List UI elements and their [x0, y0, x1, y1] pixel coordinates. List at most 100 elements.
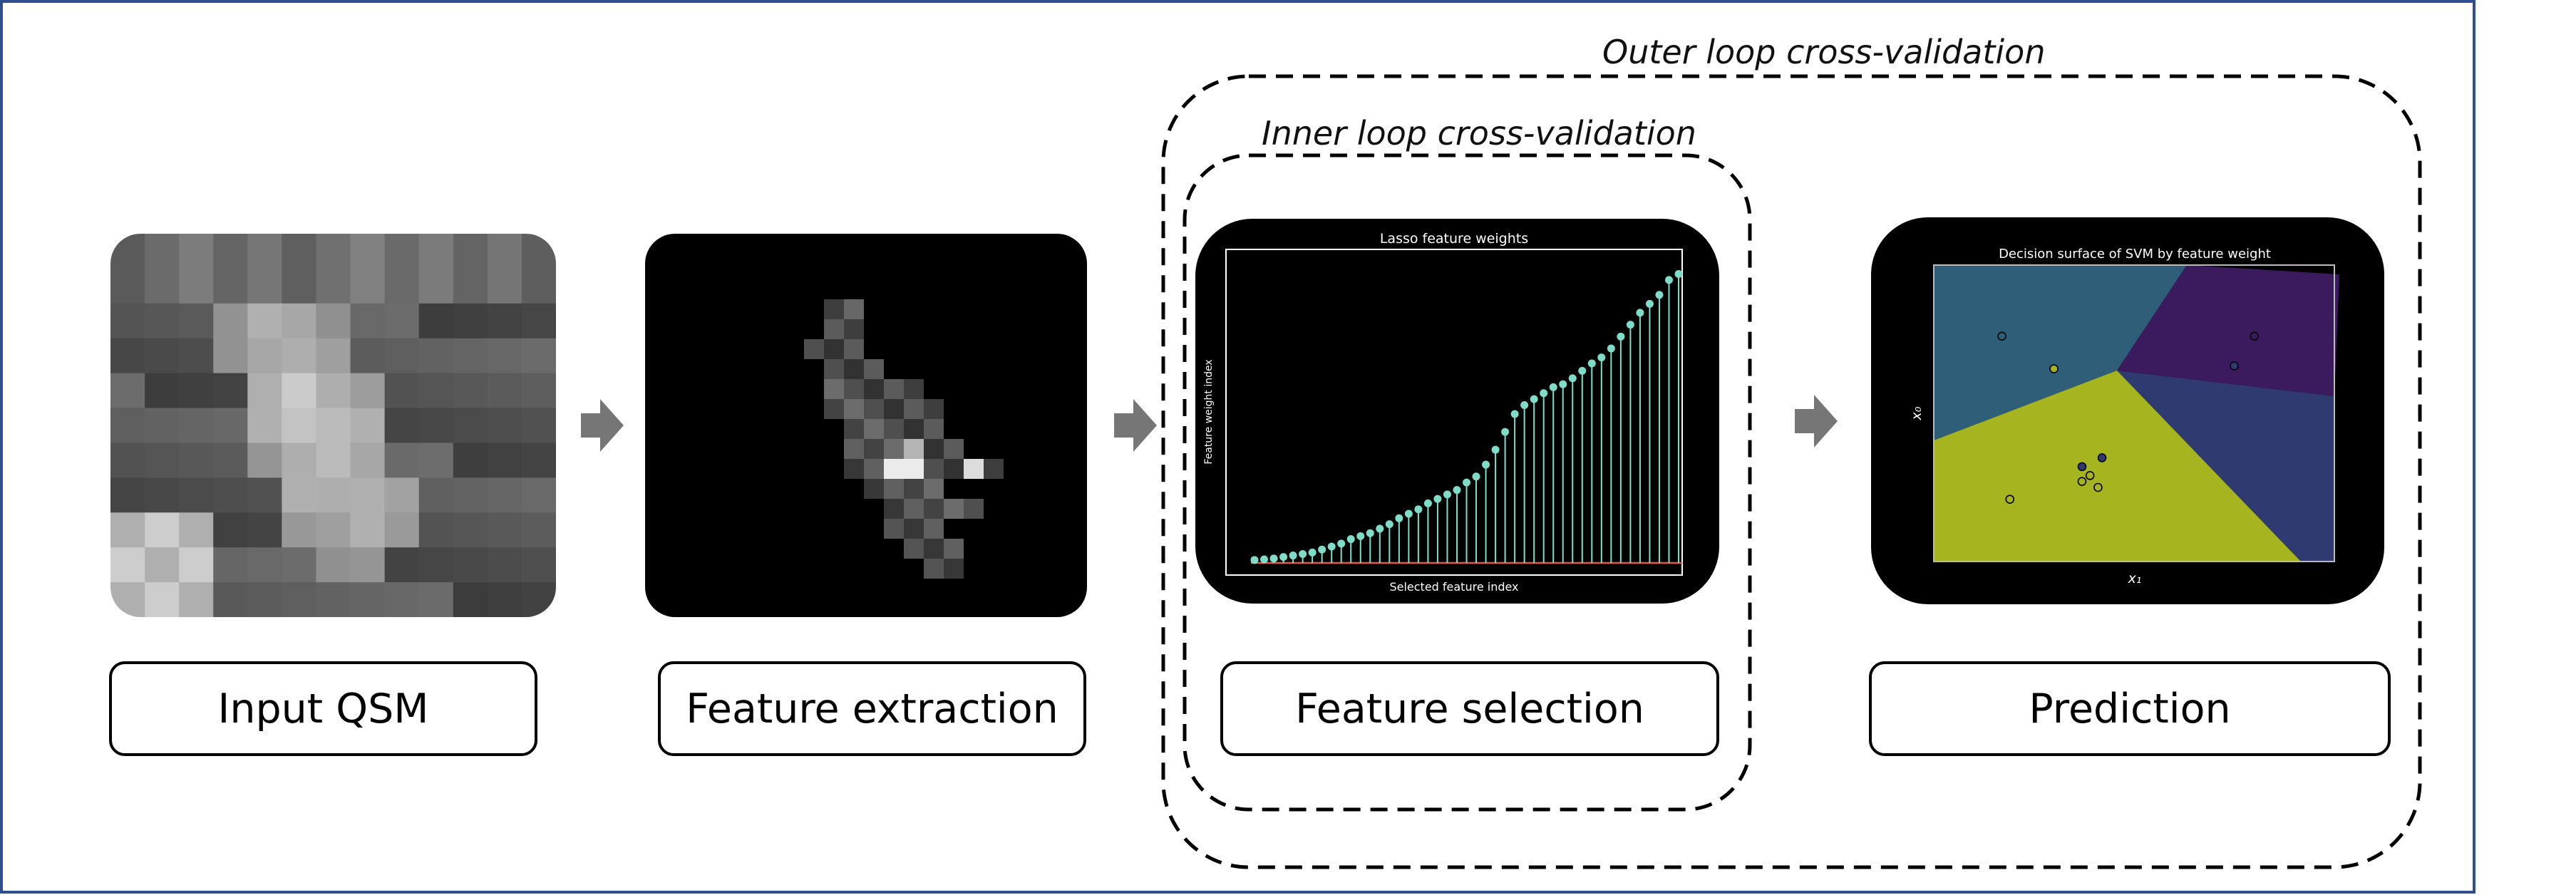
lasso-marker: [1636, 309, 1644, 317]
lasso-marker: [1337, 539, 1346, 548]
qsm-pixel: [110, 408, 145, 444]
qsm-pixel: [521, 443, 556, 478]
qsm-pixel: [384, 303, 420, 339]
svm-region-4: [1934, 371, 2301, 562]
roi-pixel: [824, 359, 844, 379]
qsm-pixel: [247, 408, 282, 444]
qsm-pixel: [418, 408, 454, 444]
svm-scatter-points: [1997, 331, 2259, 504]
qsm-pixel: [487, 443, 522, 478]
lasso-marker: [1260, 555, 1269, 564]
roi-pixel: [884, 499, 904, 519]
roi-pixel: [964, 499, 984, 519]
roi-pixel: [904, 459, 924, 479]
qsm-pixel: [282, 234, 317, 269]
svm-point: [2097, 453, 2107, 462]
lasso-marker: [1510, 410, 1519, 418]
qsm-pixel: [487, 303, 522, 339]
qsm-pixel: [453, 443, 488, 478]
qsm-pixel: [110, 338, 145, 374]
qsm-pixel: [521, 512, 556, 548]
lasso-marker: [1346, 535, 1355, 544]
qsm-pixel: [145, 477, 180, 513]
qsm-pixel: [384, 408, 420, 444]
roi-pixel: [864, 379, 884, 399]
outer-loop-boundary: [1161, 74, 2422, 869]
qsm-pixel: [179, 408, 214, 444]
roi-pixel: [924, 419, 944, 439]
qsm-pixel: [418, 547, 454, 583]
roi-pixel: [904, 519, 924, 539]
qsm-pixel: [247, 443, 282, 478]
roi-pixel: [944, 559, 964, 579]
qsm-pixel: [179, 303, 214, 339]
roi-pixel: [824, 299, 844, 319]
qsm-pixel: [384, 582, 420, 617]
lasso-panel: [1195, 219, 1719, 604]
qsm-pixel: [418, 512, 454, 548]
qsm-pixel: [316, 443, 351, 478]
svm-point: [2093, 482, 2103, 492]
lasso-marker: [1664, 276, 1673, 284]
roi-pixel: [904, 539, 924, 559]
qsm-pixel: [453, 582, 488, 617]
qsm-pixel: [487, 547, 522, 583]
qsm-pixel: [418, 373, 454, 409]
qsm-pixel: [179, 547, 214, 583]
svm-point: [1997, 331, 2006, 341]
qsm-pixel: [110, 234, 145, 269]
qsm-pixel: [247, 582, 282, 617]
qsm-pixel: [213, 547, 248, 583]
roi-pixel: [944, 539, 964, 559]
qsm-pixel: [350, 373, 386, 409]
qsm-pixel: [453, 477, 488, 513]
qsm-pixel: [487, 582, 522, 617]
qsm-pixel: [384, 234, 420, 269]
svm-region-3: [2117, 371, 2334, 562]
qsm-pixel: [282, 547, 317, 583]
lasso-marker: [1423, 499, 1432, 507]
qsm-pixel: [453, 303, 488, 339]
lasso-marker: [1308, 548, 1317, 557]
qsm-pixel: [418, 582, 454, 617]
lasso-marker: [1549, 383, 1557, 391]
qsm-pixel: [110, 268, 145, 304]
lasso-axes-frame: [1225, 249, 1683, 576]
svm-point: [2250, 331, 2259, 341]
roi-pixel: [844, 399, 864, 419]
figure-frame: [0, 0, 2475, 894]
qsm-pixel: [418, 234, 454, 269]
qsm-pixel: [179, 268, 214, 304]
roi-pixel: [904, 439, 924, 459]
roi-pixel: [904, 419, 924, 439]
qsm-pixel: [316, 338, 351, 374]
roi-pixel: [884, 379, 904, 399]
qsm-pixel: [316, 303, 351, 339]
roi-pixel: [824, 379, 844, 399]
roi-pixel: [904, 399, 924, 419]
arrow-icon-1: [581, 399, 624, 452]
lasso-marker: [1404, 509, 1413, 518]
svm-decision-surface: [1934, 265, 2339, 562]
qsm-pixel: [521, 547, 556, 583]
roi-pixel: [844, 459, 864, 479]
roi-pixel: [924, 519, 944, 539]
svm-point: [2230, 361, 2239, 371]
qsm-pixel: [179, 443, 214, 478]
roi-pixel: [824, 319, 844, 339]
qsm-pixel: [418, 477, 454, 513]
lasso-marker: [1482, 460, 1490, 469]
svm-ylabel: x₀: [1909, 406, 1925, 420]
roi-pixel: [924, 399, 944, 419]
qsm-pixel: [521, 268, 556, 304]
qsm-pixel: [487, 338, 522, 374]
svm-region-1: [1934, 265, 2187, 440]
qsm-pixel: [521, 477, 556, 513]
roi-pixel: [864, 479, 884, 499]
qsm-pixel: [350, 547, 386, 583]
qsm-pixel: [350, 443, 386, 478]
svm-region-2: [2117, 265, 2339, 396]
qsm-pixel: [179, 373, 214, 409]
qsm-pixel: [521, 338, 556, 374]
